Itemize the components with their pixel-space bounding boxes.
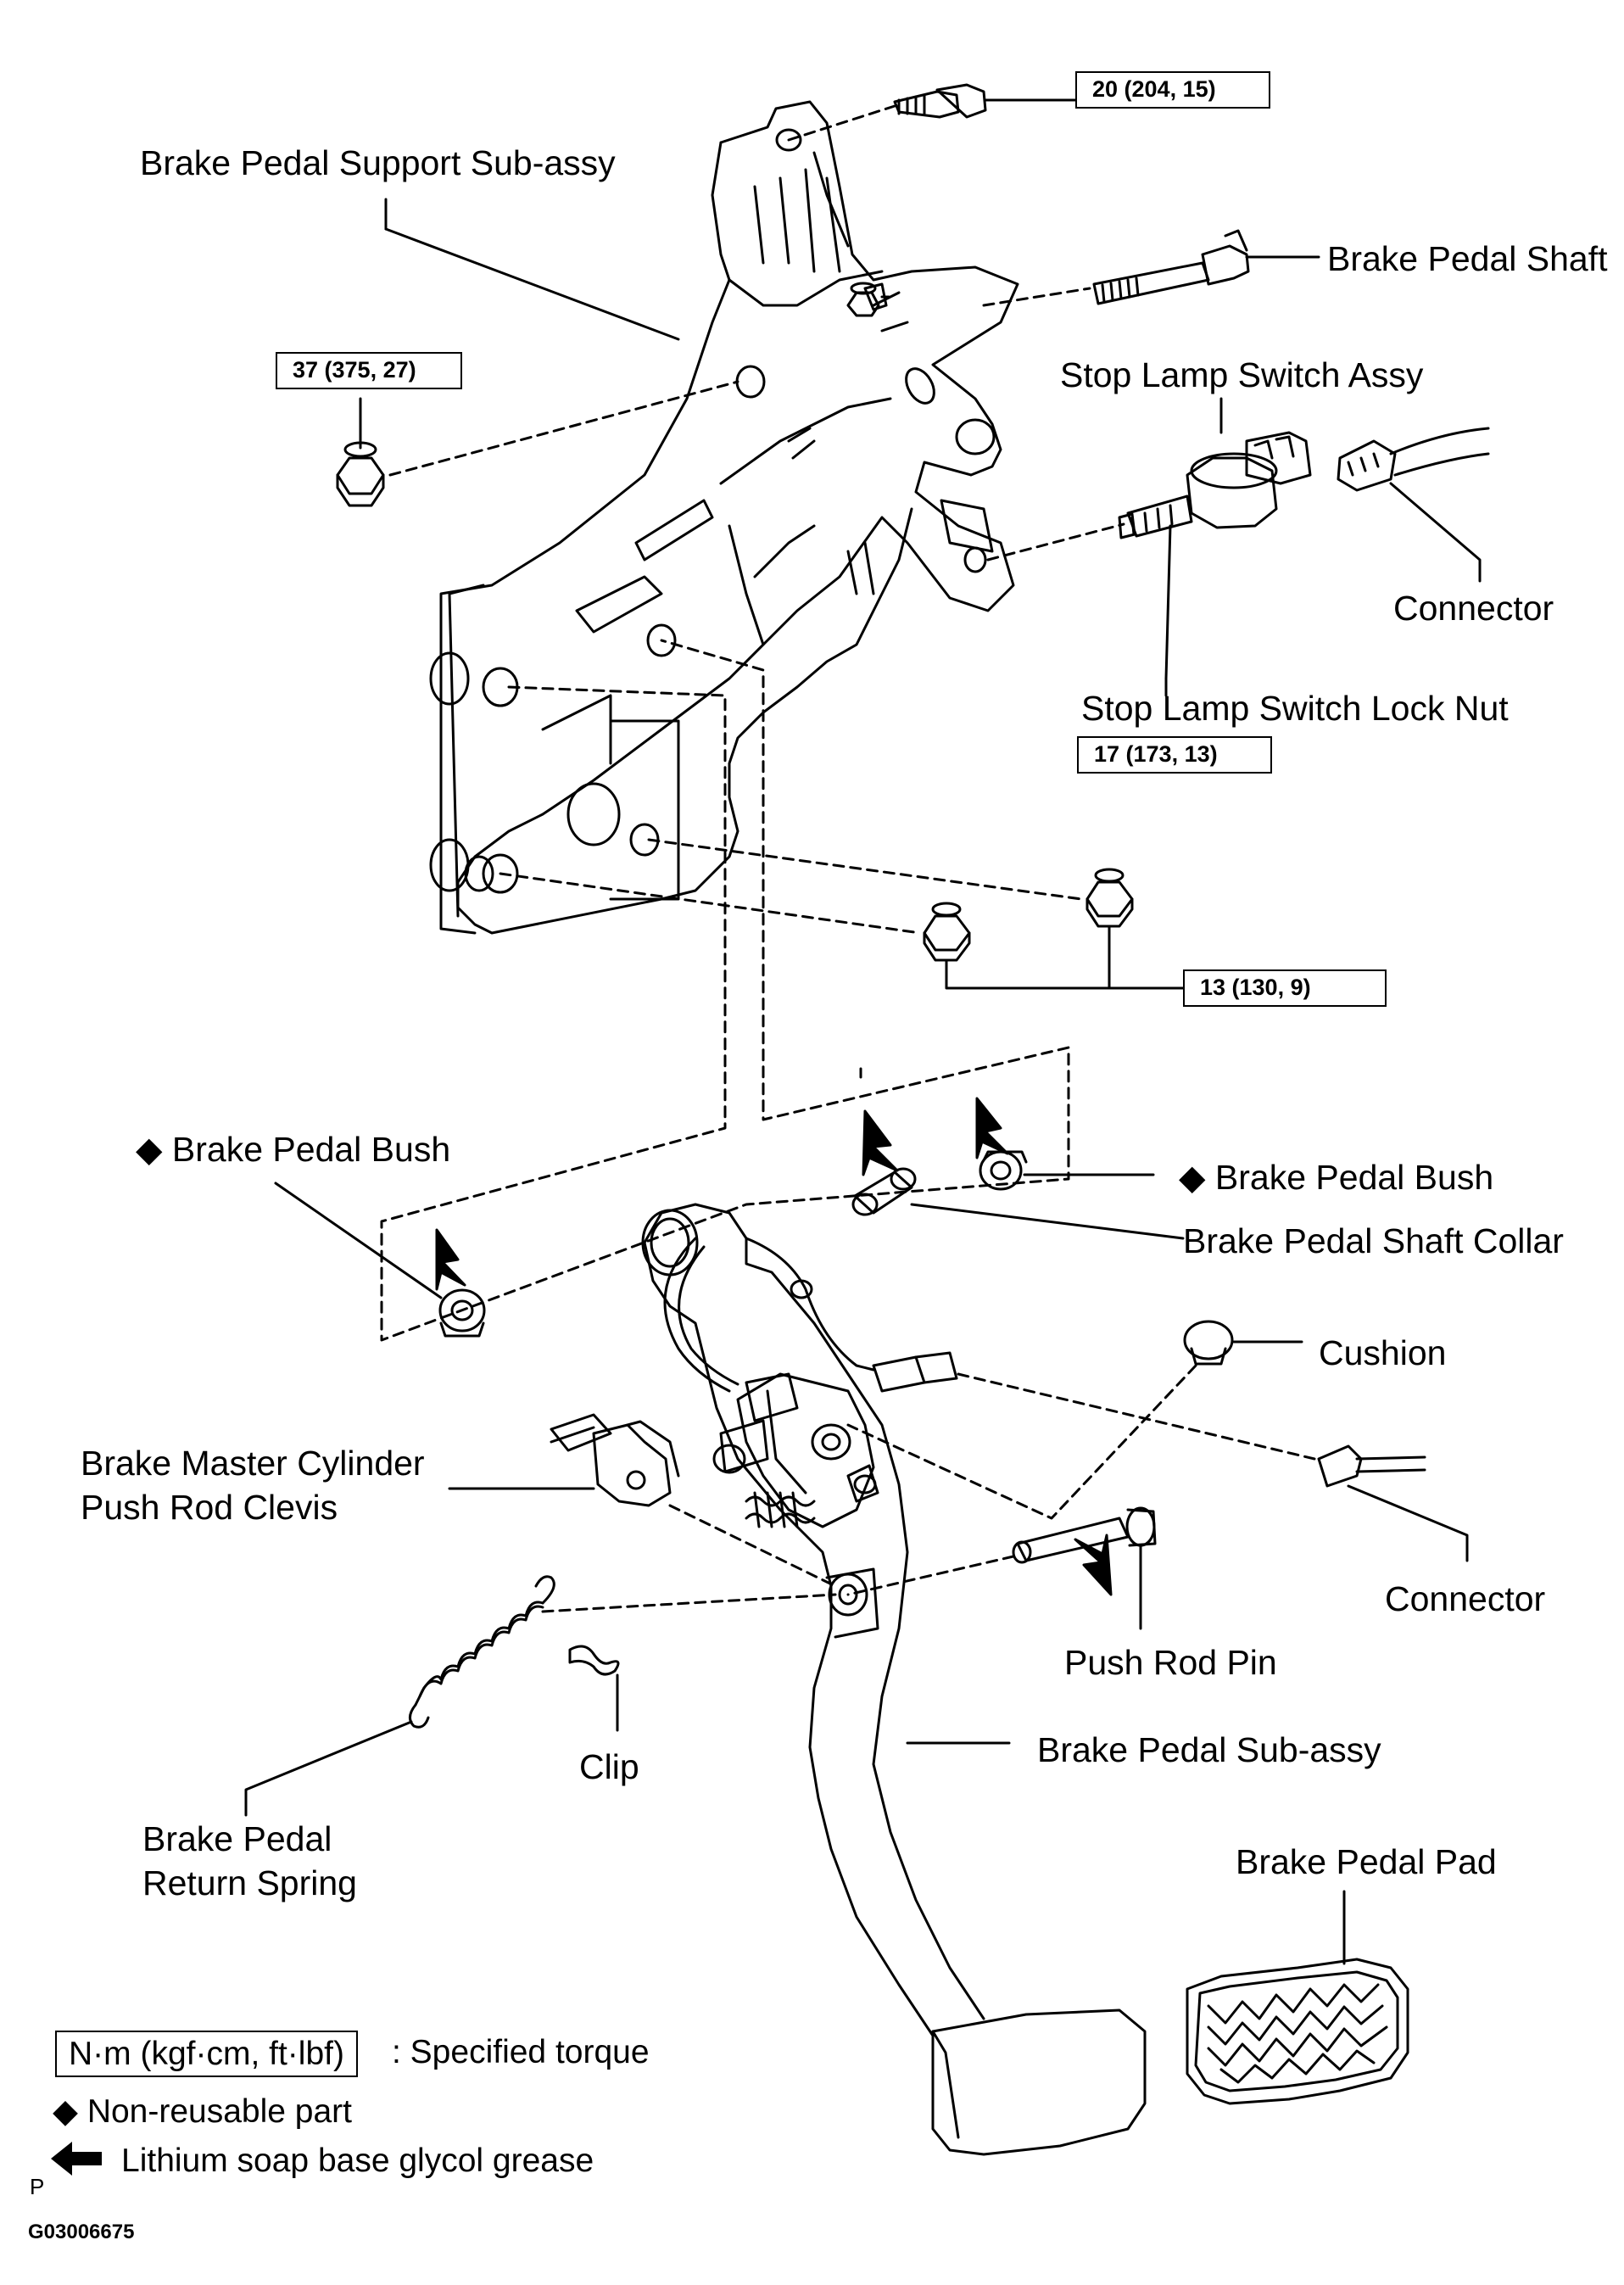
label-shaft-collar: Brake Pedal Shaft Collar xyxy=(1183,1221,1564,1260)
nut-13-right-icon xyxy=(1085,868,1134,928)
nut-13-left-icon xyxy=(923,902,971,962)
shaft-collar-icon xyxy=(851,1167,917,1216)
connector-top-icon xyxy=(1337,427,1490,492)
label-clevis-2: Push Rod Clevis xyxy=(81,1488,338,1527)
label-return-spring-1: Brake Pedal xyxy=(142,1819,332,1858)
grease-arrow-push-rod-pin xyxy=(1074,1534,1113,1596)
cushion-icon xyxy=(1183,1320,1234,1366)
legend-non-reusable: ◆ Non-reusable part xyxy=(53,2093,352,2130)
bush-right-icon xyxy=(979,1150,1028,1191)
support-bolt-icon xyxy=(893,83,987,119)
grease-arrow-bush-right xyxy=(975,1097,1009,1159)
figure-code: G03006675 xyxy=(28,2221,135,2243)
label-bush-right: ◆ Brake Pedal Bush xyxy=(1179,1158,1494,1197)
push-rod-clevis-icon xyxy=(550,1413,680,1507)
label-clevis-1: Brake Master Cylinder xyxy=(81,1444,425,1483)
label-pedal-pad: Brake Pedal Pad xyxy=(1236,1842,1497,1881)
pedal-pad-icon xyxy=(1186,1958,1409,2105)
label-cushion: Cushion xyxy=(1319,1333,1447,1372)
footer-letter: P xyxy=(30,2174,45,2199)
bush-left-icon xyxy=(438,1288,486,1338)
label-support: Brake Pedal Support Sub-assy xyxy=(140,143,616,182)
brake-pedal-arm xyxy=(641,1203,1147,2156)
label-connector-bottom: Connector xyxy=(1385,1579,1546,1618)
legend-unit-box: N·m (kgf·cm, ft·lbf) xyxy=(55,2031,358,2077)
torque-37-box: 37 (375, 27) xyxy=(276,352,462,389)
return-spring-icon xyxy=(409,1575,555,1729)
label-push-rod-pin: Push Rod Pin xyxy=(1064,1643,1277,1682)
label-shaft: Brake Pedal Shaft xyxy=(1327,239,1608,278)
torque-17-box: 17 (173, 13) xyxy=(1077,736,1272,774)
label-clip: Clip xyxy=(579,1747,639,1786)
pedal-shaft-icon xyxy=(1092,229,1250,305)
label-pedal-sub: Brake Pedal Sub-assy xyxy=(1037,1730,1381,1769)
nut-37-icon xyxy=(336,441,385,507)
grease-arrow-collar xyxy=(862,1109,899,1176)
stop-lamp-switch-icon xyxy=(1118,431,1312,539)
torque-20-box: 20 (204, 15) xyxy=(1075,71,1270,109)
torque-13-box: 13 (130, 9) xyxy=(1183,969,1387,1007)
push-rod-pin-icon xyxy=(1012,1506,1157,1564)
pedal-support-bracket xyxy=(429,100,1019,935)
clip-icon xyxy=(568,1645,620,1676)
label-lock-nut: Stop Lamp Switch Lock Nut xyxy=(1081,689,1509,728)
label-stop-lamp-switch: Stop Lamp Switch Assy xyxy=(1060,355,1424,394)
legend-grease: Lithium soap base glycol grease xyxy=(121,2143,594,2179)
support-nut-icon xyxy=(846,282,880,317)
connector-bottom-icon xyxy=(1317,1444,1426,1488)
label-connector-top: Connector xyxy=(1393,589,1554,628)
grease-arrow-legend-icon xyxy=(51,2142,102,2176)
label-bush-left: ◆ Brake Pedal Bush xyxy=(136,1130,451,1169)
grease-arrow-bush-left xyxy=(435,1228,466,1291)
label-return-spring-2: Return Spring xyxy=(142,1863,357,1902)
legend-unit-desc: : Specified torque xyxy=(392,2034,650,2070)
